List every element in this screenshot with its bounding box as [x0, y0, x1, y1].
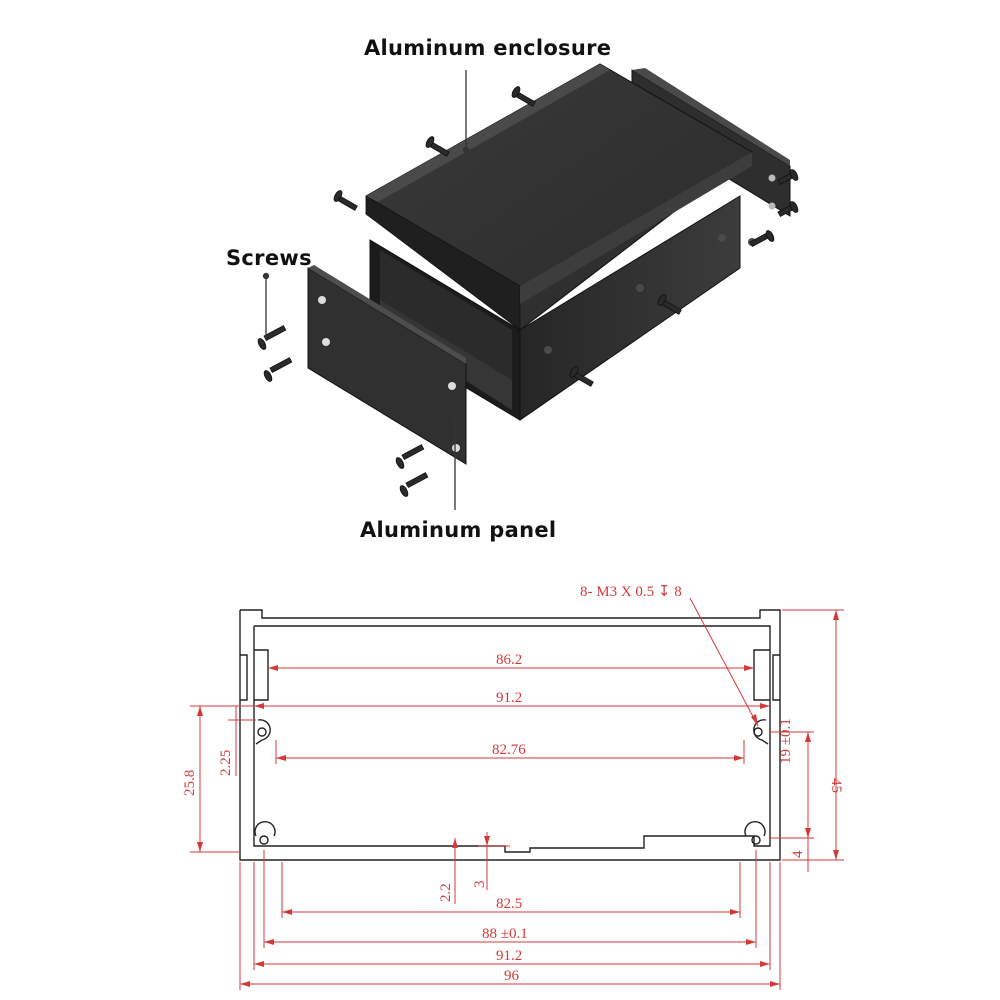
- callout-thread-spec: 8- M3 X 0.5 ↧ 8: [580, 584, 682, 600]
- dim-bottom-upper: 91.2: [496, 948, 522, 964]
- dim-bottom-offset: 4: [790, 850, 806, 858]
- screw: [749, 230, 775, 247]
- dim-total-height: 45: [828, 778, 844, 793]
- screw: [777, 169, 799, 185]
- profile-outline: [239, 609, 781, 861]
- screw: [333, 190, 358, 211]
- enclosure-body: [365, 63, 756, 421]
- dim-left-small: 2.25: [218, 750, 234, 776]
- screw: [777, 201, 799, 217]
- label-screws: Screws: [226, 246, 312, 270]
- screw: [511, 86, 536, 107]
- screw: [263, 357, 293, 382]
- dim-slot-span: 82.76: [492, 742, 526, 758]
- profile-technical-drawing: 8- M3 X 0.5 ↧ 8 86.2 91.2 82.76 82.5 88 …: [182, 584, 844, 990]
- label-aluminum-enclosure: Aluminum enclosure: [364, 36, 612, 60]
- screws-group: [257, 86, 799, 497]
- screw: [399, 472, 429, 497]
- dim-left-height: 25.8: [182, 770, 198, 796]
- dim-inner-upper: 91.2: [496, 690, 522, 706]
- dim-bottom-inner: 82.5: [496, 896, 522, 912]
- screw: [395, 444, 425, 469]
- screw: [569, 366, 594, 387]
- dim-inner-top: 86.2: [496, 652, 522, 668]
- label-aluminum-panel: Aluminum panel: [360, 518, 557, 542]
- screw: [257, 325, 287, 350]
- screw: [425, 136, 450, 157]
- dim-rib-depth: 3: [472, 881, 488, 889]
- dim-slot-offset: 19 ±0.1: [778, 718, 794, 764]
- front-aluminum-panel: [307, 265, 467, 465]
- dimension-lines: [190, 597, 844, 990]
- dim-rib-height: 2.2: [438, 883, 454, 902]
- screw: [657, 294, 682, 315]
- dimension-arrowheads: [197, 610, 839, 987]
- exploded-view-illustration: [257, 63, 799, 510]
- dim-slot-pitch: 88 ±0.1: [482, 926, 528, 942]
- dim-total-width: 96: [504, 968, 520, 984]
- leader-lines: [262, 70, 470, 510]
